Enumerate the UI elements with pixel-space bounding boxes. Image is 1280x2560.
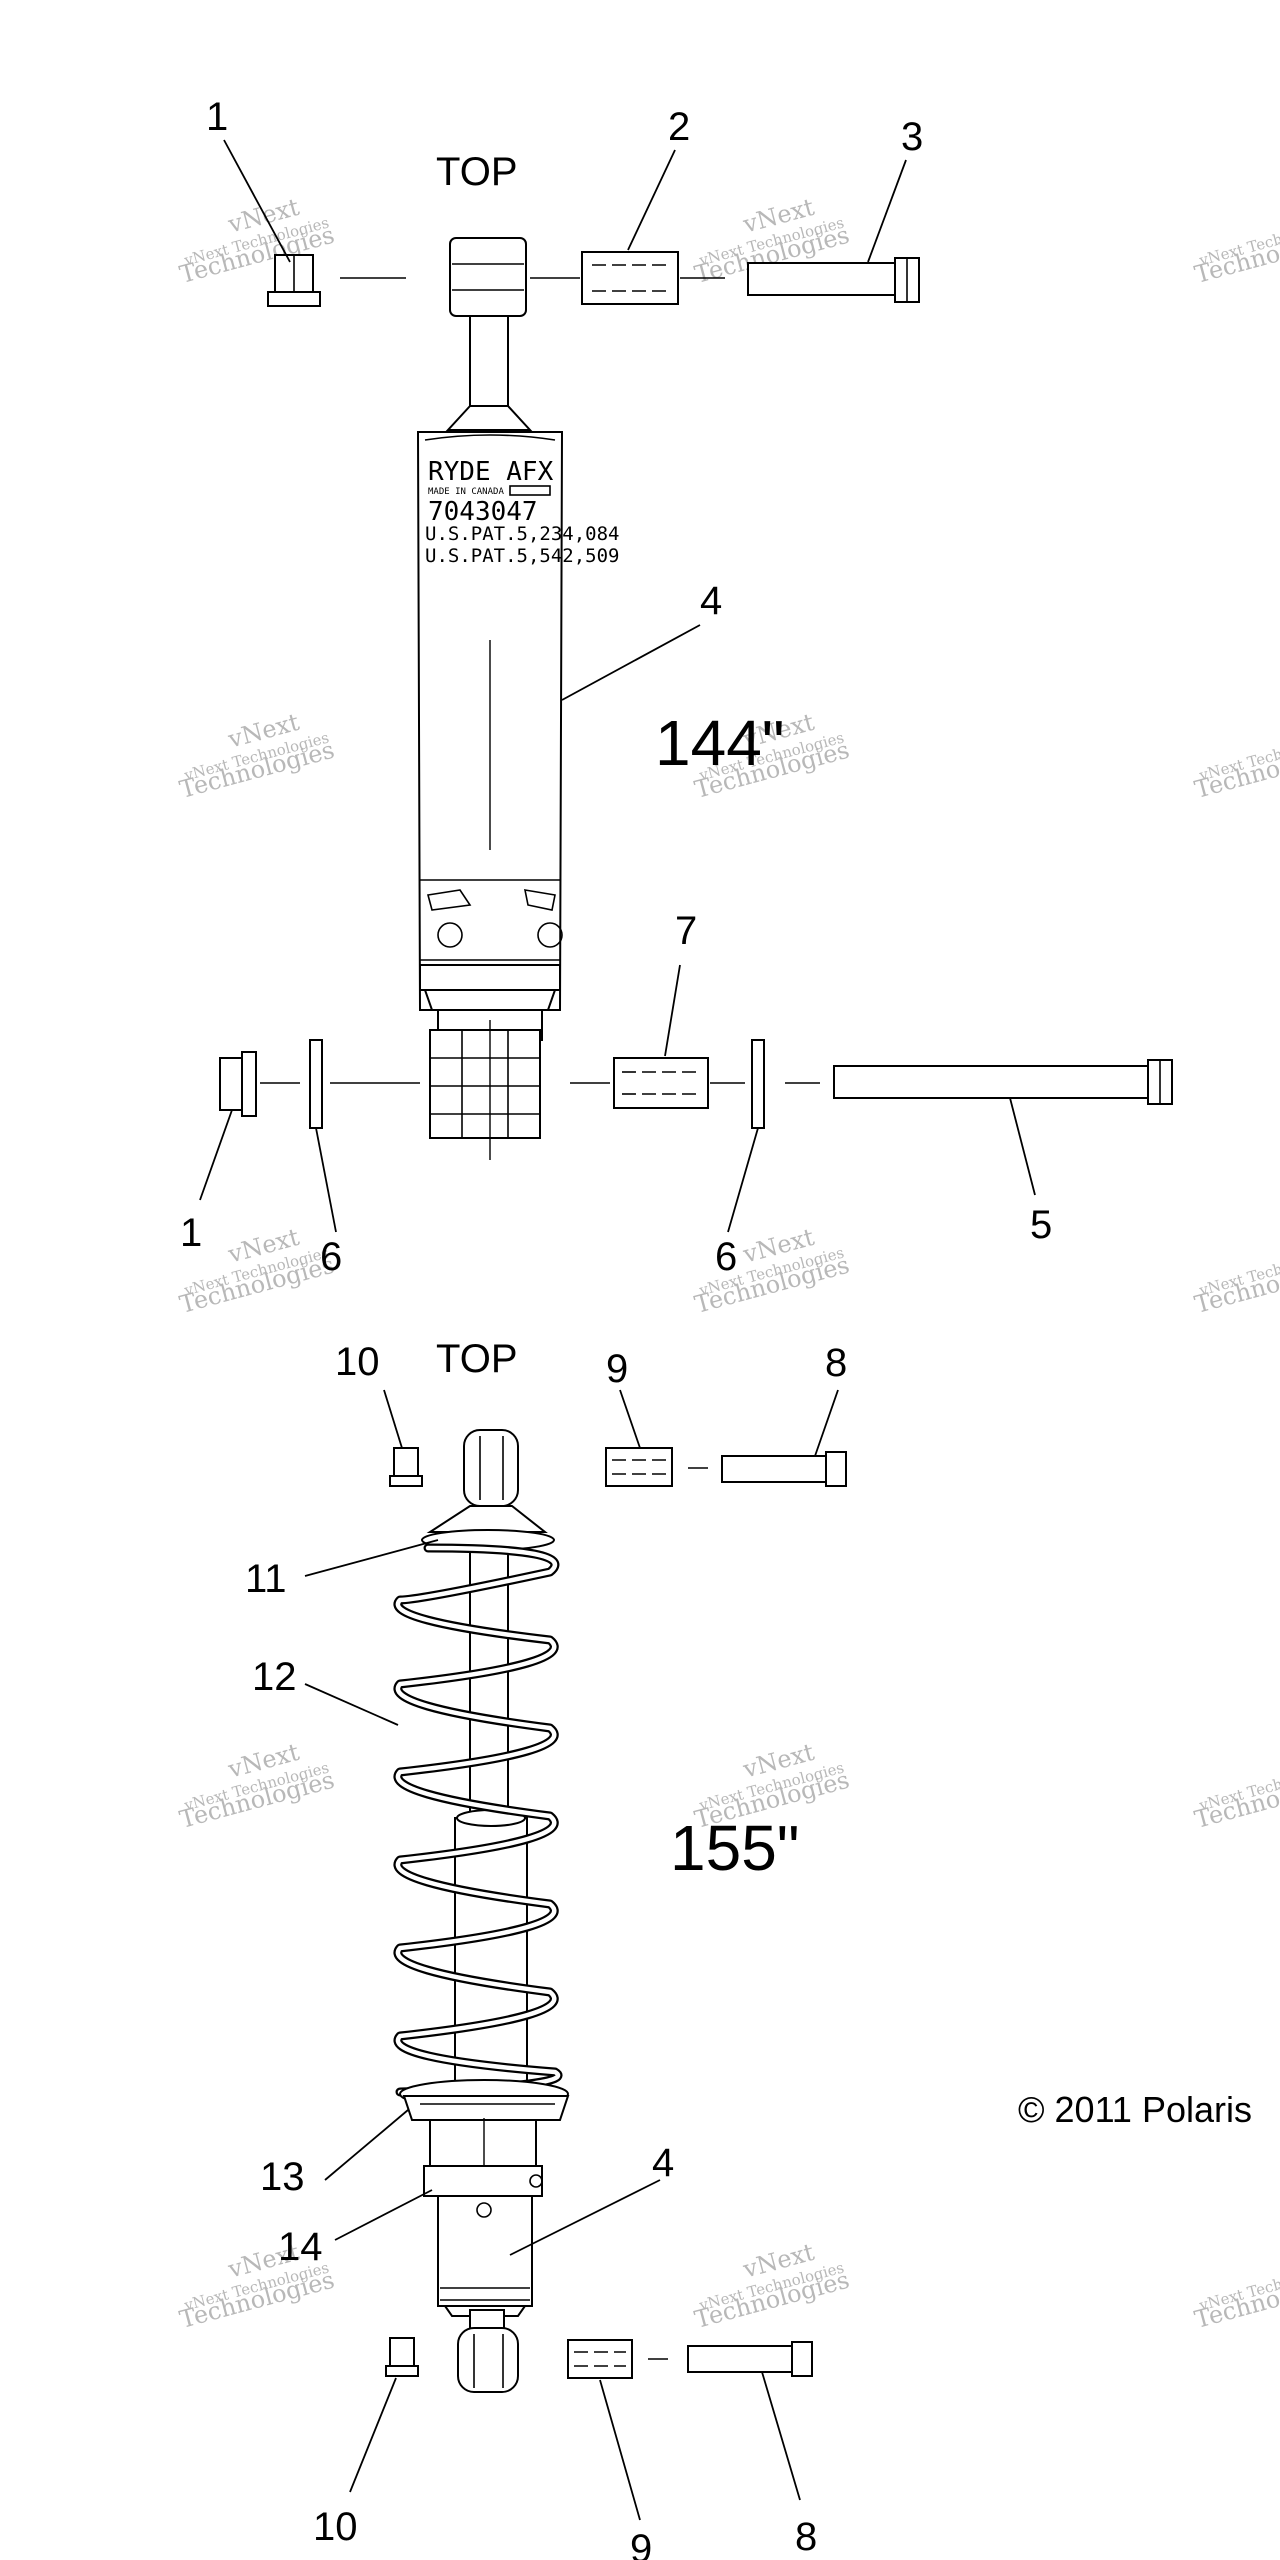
spring-seat-part-11 <box>421 1505 555 1551</box>
watermark: Technologies vNext Technologies <box>1192 1758 1280 1833</box>
shock-assembly-144: TOP 144" <box>180 95 1173 1279</box>
bushing-part-9 <box>567 2339 633 2379</box>
leader-line <box>334 2189 433 2241</box>
shock-shaft <box>469 1547 509 1819</box>
leader-line <box>304 1683 399 1726</box>
flange-nut-part-10 <box>389 1447 423 1487</box>
upper-eyelet <box>445 237 533 431</box>
callout-5: 5 <box>1030 1203 1052 1247</box>
bushing-part-9 <box>605 1447 673 1487</box>
collar-part-14 <box>423 2165 543 2197</box>
callout-6: 6 <box>715 1235 737 1279</box>
callout-9: 9 <box>630 2527 652 2560</box>
watermark: Technologies vNext Technologies vNext <box>692 2238 853 2334</box>
bushing-part-2 <box>581 251 679 305</box>
leader-line <box>727 1127 759 1233</box>
bushing-part-7 <box>613 1057 709 1109</box>
callout-3: 3 <box>901 115 923 159</box>
bolt-part-5 <box>833 1059 1173 1105</box>
washer-part-6 <box>309 1039 323 1129</box>
callout-1: 1 <box>206 95 228 139</box>
leader-line <box>599 2379 641 2521</box>
callout-12: 12 <box>252 1655 297 1699</box>
leader-line <box>383 1389 403 1449</box>
decal-brand: RYDE AFX <box>428 457 554 487</box>
coilover-lower-eye <box>457 2309 519 2393</box>
shock-lower-body <box>429 2119 537 2171</box>
leader-line <box>814 1389 839 1457</box>
size-label-144: 144" <box>655 707 785 779</box>
watermark: Technologies vNext Technologies vNext <box>692 1223 853 1319</box>
shock-body-part-4 <box>416 431 564 1011</box>
decal-box <box>509 485 551 496</box>
leader-line <box>627 149 676 251</box>
callout-13: 13 <box>260 2155 305 2199</box>
leader-line <box>199 1109 233 1201</box>
leader-line <box>324 2109 409 2181</box>
callout-4: 4 <box>652 2141 674 2185</box>
bolt-part-8 <box>721 1451 847 1487</box>
watermark: Technologies vNext Technologies <box>1192 728 1280 803</box>
leader-line <box>315 1127 337 1233</box>
decal-part-number: 7043047 <box>428 497 538 527</box>
watermark: Technologies vNext Technologies vNext <box>177 1738 338 1834</box>
shock-decal: RYDE AFX MADE IN CANADA 7043047 U.S.PAT.… <box>425 457 619 567</box>
flange-nut-part-10 <box>385 2337 419 2377</box>
leader-line <box>1009 1097 1036 1196</box>
leader-line <box>349 2377 397 2493</box>
leader-line <box>561 624 701 701</box>
top-label-lower: TOP <box>436 1337 518 1381</box>
callout-9: 9 <box>606 1347 628 1391</box>
leader-line <box>619 1389 641 1449</box>
lower-eyelet <box>429 1009 543 1160</box>
flange-nut-part-1 <box>219 1051 257 1117</box>
decal-patent-2: U.S.PAT.5,542,509 <box>425 545 619 567</box>
watermark: Technologies vNext Technologies <box>1192 213 1280 288</box>
shock-reservoir-part-4 <box>437 2195 533 2317</box>
watermark: Technologies vNext Technologies <box>1192 2258 1280 2333</box>
callout-11: 11 <box>245 1557 287 1601</box>
washer-part-6 <box>751 1039 765 1129</box>
shock-assembly-155: TOP 155" <box>245 1337 847 2560</box>
callout-14: 14 <box>278 2225 323 2269</box>
decal-patent-1: U.S.PAT.5,234,084 <box>425 523 619 545</box>
watermark: Technologies vNext Technologies vNext <box>177 708 338 804</box>
leader-line <box>304 1539 439 1577</box>
callout-2: 2 <box>668 105 690 149</box>
leader-line <box>509 2179 661 2256</box>
leader-line <box>761 2371 801 2501</box>
bolt-part-8 <box>687 2341 813 2377</box>
callout-8: 8 <box>795 2515 817 2559</box>
leader-line <box>664 964 681 1057</box>
top-label-upper: TOP <box>436 150 518 194</box>
bolt-part-3 <box>747 257 920 303</box>
callout-10: 10 <box>335 1340 380 1384</box>
callout-6: 6 <box>320 1235 342 1279</box>
flange-nut-part-1 <box>267 254 321 307</box>
coilover-upper-eye <box>463 1429 519 1507</box>
decal-made-in: MADE IN CANADA <box>428 487 504 497</box>
spring-retainer-part-13 <box>399 2079 570 2121</box>
coil-spring-part-12 <box>393 1543 563 2097</box>
callout-7: 7 <box>675 909 697 953</box>
copyright-notice: © 2011 Polaris <box>1018 2089 1252 2130</box>
leader-line <box>867 159 907 263</box>
callout-10: 10 <box>313 2505 358 2549</box>
size-label-155: 155" <box>670 1812 800 1884</box>
callout-1: 1 <box>180 1211 202 1255</box>
leader-line <box>223 139 291 263</box>
watermark: Technologies vNext Technologies <box>1192 1243 1280 1318</box>
callout-8: 8 <box>825 1341 847 1385</box>
callout-4: 4 <box>700 579 722 623</box>
